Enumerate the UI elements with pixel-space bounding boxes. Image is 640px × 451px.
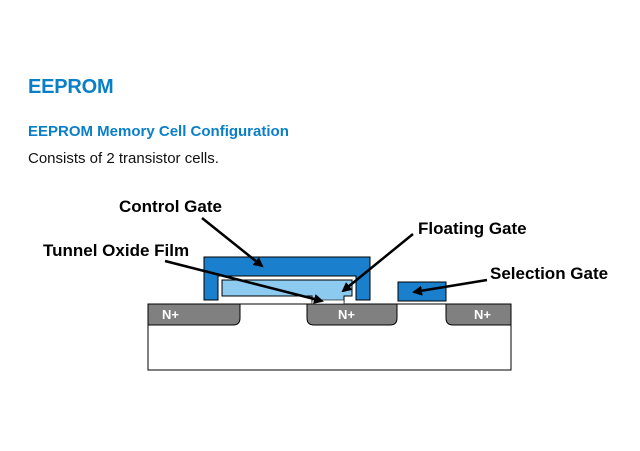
arrow-floating-gate bbox=[341, 233, 414, 293]
tunnel-oxide-film bbox=[311, 299, 345, 305]
n-plus-label-center: N+ bbox=[338, 307, 355, 322]
arrow-tunnel-oxide-film bbox=[164, 259, 324, 304]
page-title: EEPROM bbox=[28, 76, 114, 98]
label-control-gate: Control Gate bbox=[119, 197, 222, 216]
section-title: EEPROM Memory Cell Configuration bbox=[28, 123, 289, 140]
control-gate bbox=[203, 256, 371, 301]
n-plus-region-left bbox=[147, 303, 241, 326]
n-plus-label-left: N+ bbox=[162, 307, 179, 322]
arrow-control-gate bbox=[201, 217, 264, 268]
label-selection-gate: Selection Gate bbox=[490, 264, 608, 283]
n-plus-region-center bbox=[306, 303, 398, 326]
arrow-selection-gate bbox=[412, 278, 488, 296]
description: Consists of 2 transistor cells. bbox=[28, 150, 219, 167]
label-tunnel-oxide-film: Tunnel Oxide Film bbox=[43, 241, 189, 260]
n-plus-label-right: N+ bbox=[474, 307, 491, 322]
label-floating-gate: Floating Gate bbox=[418, 219, 527, 238]
n-plus-region-right bbox=[445, 303, 512, 326]
